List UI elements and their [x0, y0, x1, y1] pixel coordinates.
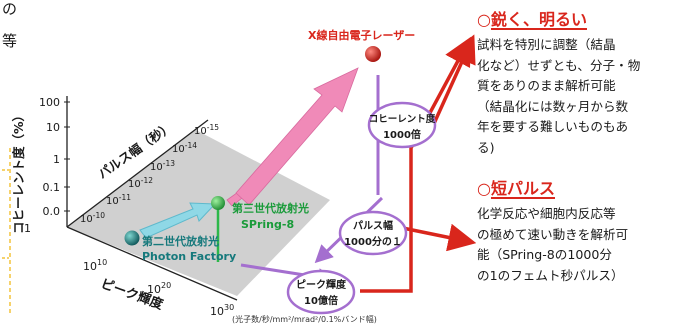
sharp-bright-heading: ○鋭く、明るい: [477, 10, 587, 29]
short-pulse-heading: ○短パルス: [477, 179, 555, 198]
photon-factory-point: [124, 230, 140, 246]
sharp-bright-line: 質をありのまま解析可能: [477, 78, 616, 93]
spring8-label-2: SPring-8: [241, 218, 294, 231]
pulse-tick-10-15: 10-15: [194, 123, 219, 137]
sharp-bright-line: 化など）せずとも、分子・物: [477, 57, 641, 73]
left-fragment-2: 等: [2, 32, 17, 50]
sharp-bright-line: 年を要する難しいものもあ: [477, 119, 629, 134]
pf-to-spring8-arrow: [139, 202, 217, 239]
coherence-tick-0.0-1: 1: [24, 222, 31, 235]
brightness-axis: [66, 226, 238, 301]
short-pulse-line: の1のフェムト秒パルス）: [477, 267, 624, 283]
xfel-point: [365, 46, 381, 62]
pulse-callout-line-2: 1000分の１: [344, 235, 402, 248]
sharp-bright-body: 試料を特別に調整（結晶 化など）せずとも、分子・物 質をありのまま解析可能 （結…: [477, 35, 675, 158]
spring8-point: [211, 196, 225, 210]
brightness-tick-1010: 1010: [83, 258, 107, 273]
red-arrow-to-sharp: [430, 34, 476, 129]
pulse-callout: パルス幅 1000分の１: [338, 210, 408, 256]
spring8-label-1: 第三世代放射光: [232, 201, 309, 215]
spring8-to-xfel-arrow: [226, 67, 359, 207]
sharp-bright-line: 試料を特別に調整（結晶: [477, 37, 616, 52]
coherence-tick-100: 100: [39, 96, 60, 109]
coherence-tick-1: 1: [53, 153, 60, 166]
short-pulse-title: 短パルス: [490, 179, 555, 198]
peak-callout-line-1: ピーク輝度: [296, 278, 347, 291]
pulse-callout-line-1: パルス幅: [353, 219, 393, 232]
short-pulse-line: 能（SPring-8の1000分: [477, 247, 613, 262]
coherence-tick-10: 10: [46, 121, 60, 134]
sharp-bright-title: 鋭く、明るい: [490, 10, 587, 29]
photon-factory-label-2: Photon Factory: [142, 250, 236, 263]
short-pulse-line: 化学反応や細胞内反応等: [477, 206, 616, 221]
pulse-ticks: 10-15 10-14 10-13 10-12 10-11 10-10: [80, 123, 219, 225]
coherence-axis-label: コヒーレント度（%）: [11, 109, 26, 234]
coherence-tick-0.1: 0.1: [43, 181, 61, 194]
coherence-tick-0.0: 0.0: [43, 205, 61, 218]
pulse-axis: [66, 119, 209, 228]
brightness-tick-1030: 1030: [210, 303, 234, 318]
left-fragment-1: の: [2, 0, 17, 18]
red-arrow-peak-route: [360, 36, 471, 293]
photon-factory-label-1: 第二世代放射光: [142, 234, 219, 248]
brightness-unit-footnote: (光子数/秒/mm²/mrad²/0.1%バンド幅): [232, 314, 377, 324]
coherence-ticks: 100 10 1 0.1 0.0 1: [24, 96, 70, 235]
coherence-callout: コヒーレント度 1000倍: [367, 101, 437, 149]
short-pulse-section: ○短パルス 化学反応や細胞内反応等 の極めて速い動きを解析可 能（SPring-…: [477, 178, 675, 286]
short-pulse-body: 化学反応や細胞内反応等 の極めて速い動きを解析可 能（SPring-8の1000…: [477, 204, 675, 286]
sharp-bright-section: ○鋭く、明るい 試料を特別に調整（結晶 化など）せずとも、分子・物 質をありのま…: [477, 9, 675, 158]
sharp-bright-line: る): [477, 139, 495, 155]
xfel-label: X線自由電子レーザー: [308, 28, 415, 42]
coherence-callout-line-1: コヒーレント度: [369, 113, 436, 125]
short-pulse-line: の極めて速い動きを解析可: [477, 226, 629, 242]
peak-callout-line-2: 10億倍: [304, 294, 338, 307]
coherence-callout-line-2: 1000倍: [383, 128, 421, 141]
sharp-bright-line: （結晶化には数ヶ月から数: [477, 98, 629, 114]
peak-callout: ピーク輝度 10億倍: [286, 269, 356, 315]
